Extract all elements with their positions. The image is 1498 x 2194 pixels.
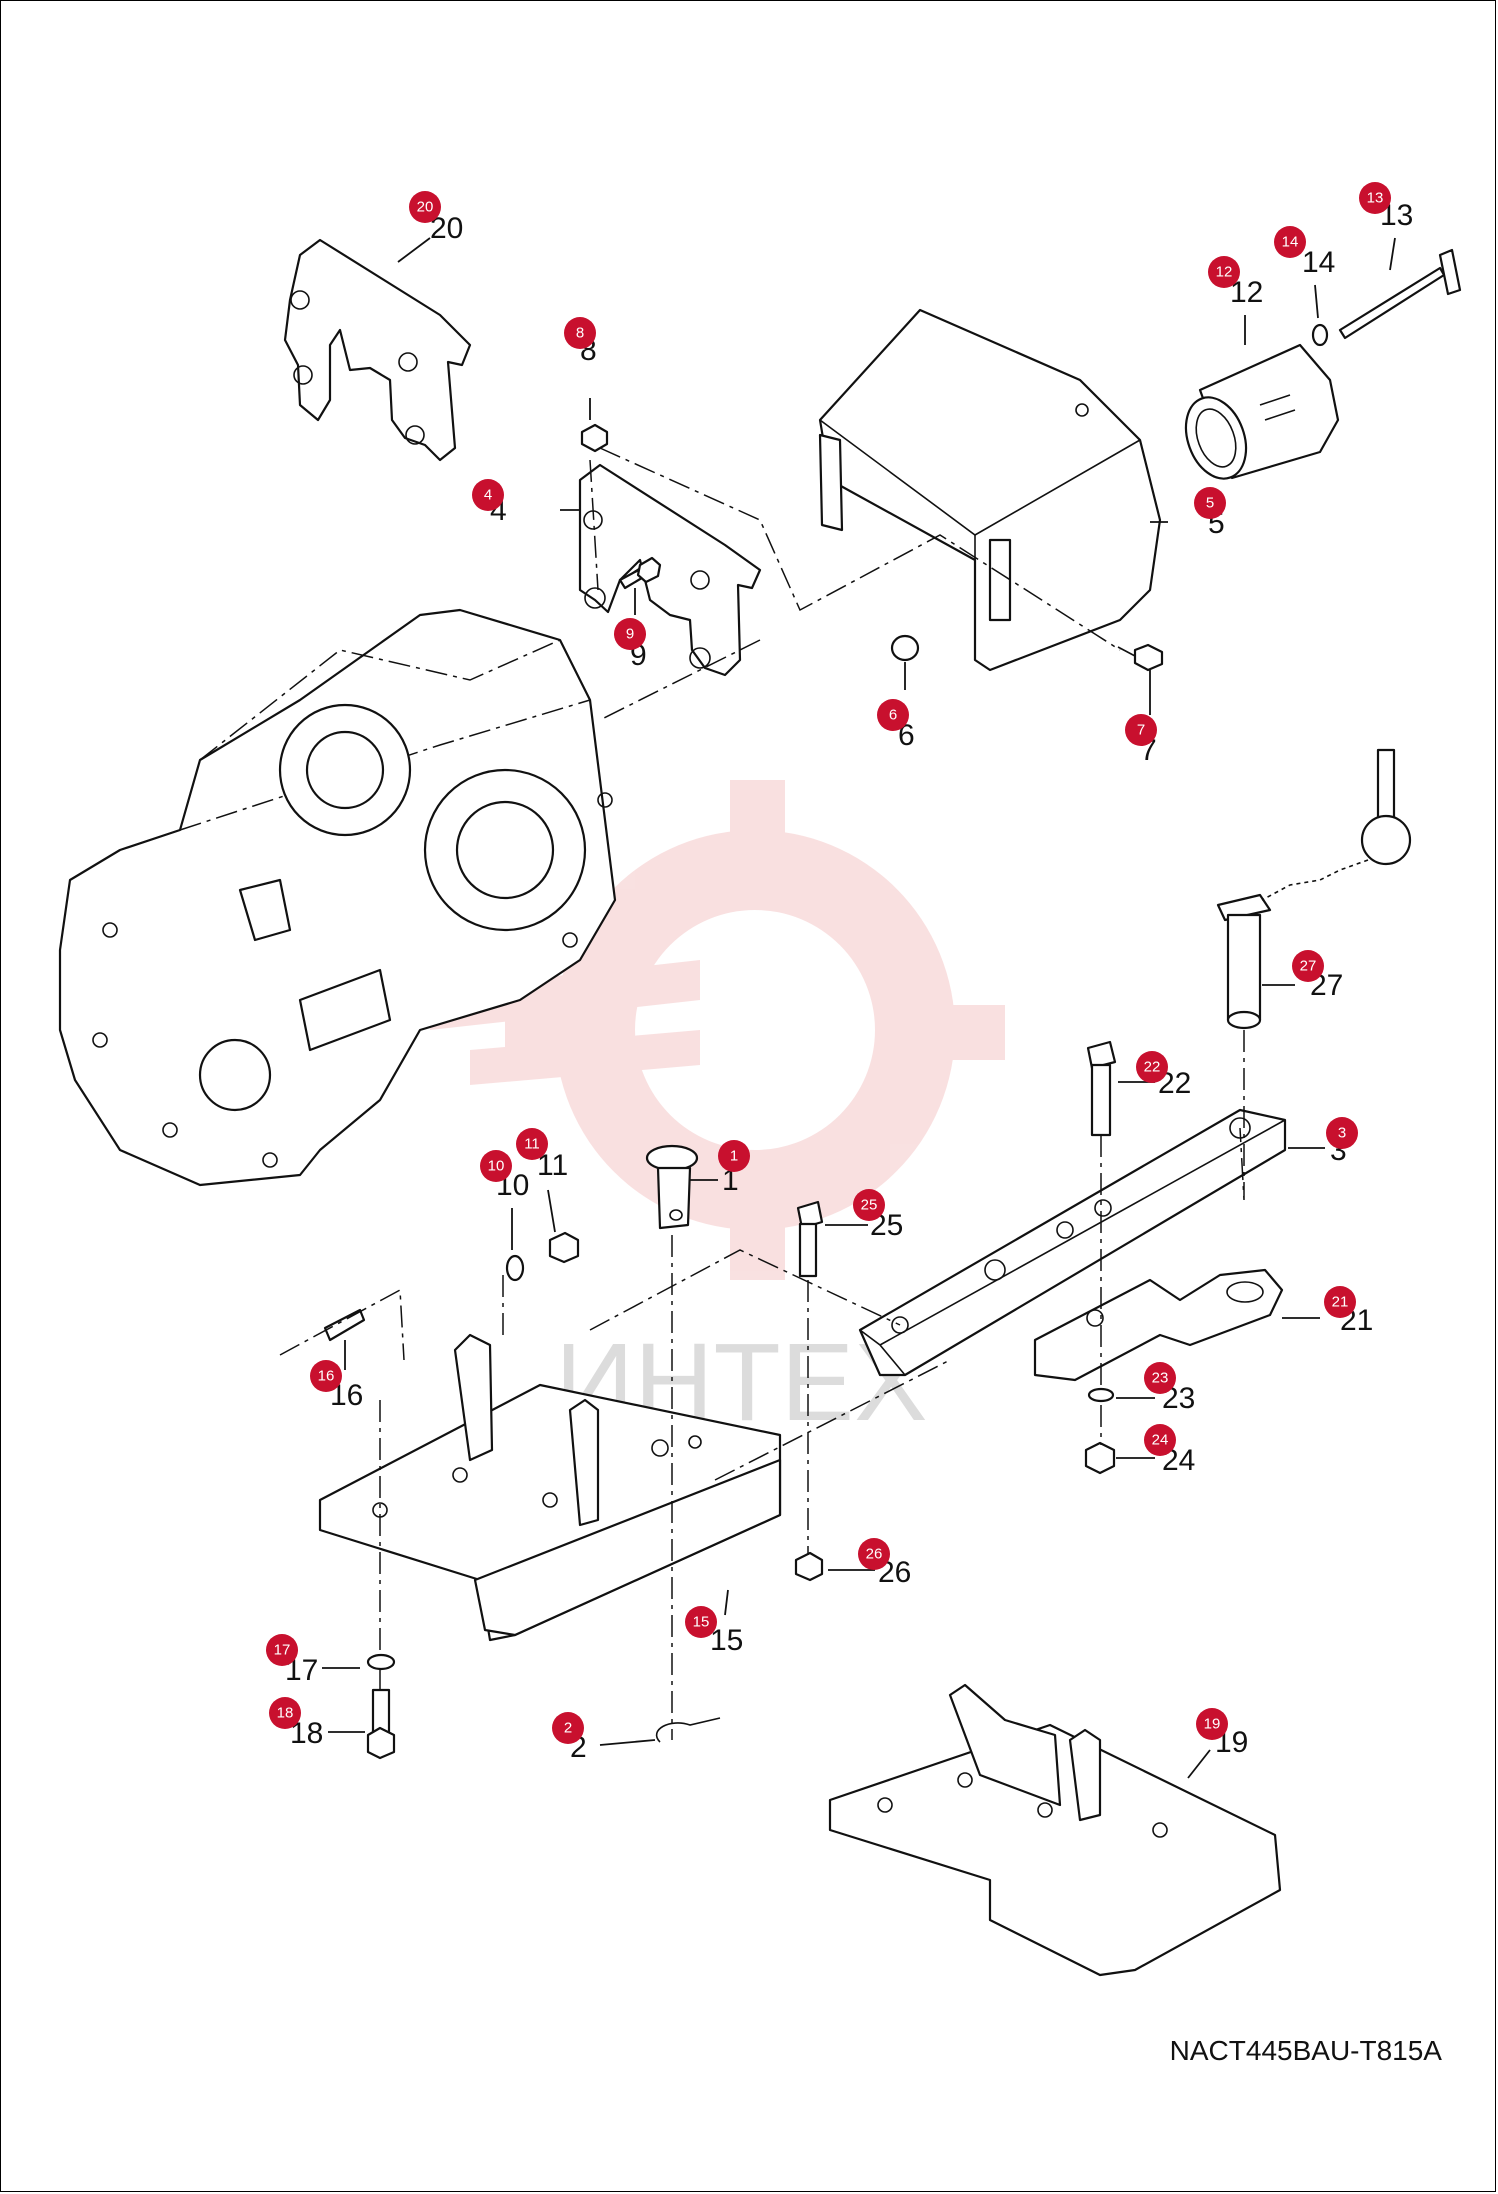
part-27-pin xyxy=(1216,748,1412,1030)
part-6-rivet xyxy=(890,634,920,662)
badge-10[interactable]: 10 xyxy=(480,1150,512,1182)
badge-16[interactable]: 16 xyxy=(310,1360,342,1392)
svg-text:20: 20 xyxy=(417,199,434,216)
svg-text:3: 3 xyxy=(1338,1125,1346,1142)
part-18-bolt xyxy=(366,1688,396,1760)
badge-25[interactable]: 25 xyxy=(853,1189,885,1221)
badge-6[interactable]: 6 xyxy=(877,699,909,731)
badge-8[interactable]: 8 xyxy=(564,317,596,349)
part-20-bracket xyxy=(283,238,472,462)
badge-14[interactable]: 14 xyxy=(1274,226,1306,258)
svg-text:11: 11 xyxy=(524,1136,540,1153)
part-2-clip xyxy=(656,1717,721,1743)
part-11-nut xyxy=(548,1231,580,1264)
badge-23[interactable]: 23 xyxy=(1144,1362,1176,1394)
badge-22[interactable]: 22 xyxy=(1136,1051,1168,1083)
badge-13[interactable]: 13 xyxy=(1359,182,1391,214)
svg-text:12: 12 xyxy=(1216,264,1233,281)
part-15-hitch xyxy=(318,1333,782,1642)
part-5-cover xyxy=(818,308,1162,672)
badge-18[interactable]: 18 xyxy=(269,1697,301,1729)
svg-text:19: 19 xyxy=(1204,1716,1221,1733)
part-14-washer xyxy=(1311,323,1329,347)
svg-text:18: 18 xyxy=(277,1705,294,1722)
svg-text:13: 13 xyxy=(1367,190,1384,207)
part-26-nut xyxy=(794,1551,824,1582)
svg-text:15: 15 xyxy=(693,1614,710,1631)
part-25-bolt xyxy=(796,1200,824,1278)
badge-9[interactable]: 9 xyxy=(614,618,646,650)
svg-text:23: 23 xyxy=(1152,1370,1169,1387)
part-12-tube xyxy=(1184,343,1340,480)
svg-text:27: 27 xyxy=(1300,958,1317,975)
svg-text:9: 9 xyxy=(626,626,634,643)
badge-12[interactable]: 12 xyxy=(1208,256,1240,288)
badge-20[interactable]: 20 xyxy=(409,191,441,223)
badge-2[interactable]: 2 xyxy=(552,1712,584,1744)
badge-17[interactable]: 17 xyxy=(266,1634,298,1666)
badge-27[interactable]: 27 xyxy=(1292,950,1324,982)
part-3-drawbar xyxy=(858,1108,1287,1377)
number-15: 15 xyxy=(710,1624,743,1657)
part-23-washer xyxy=(1087,1387,1115,1403)
part-16-stud xyxy=(323,1308,366,1342)
svg-text:8: 8 xyxy=(576,325,584,342)
part-22-bolt xyxy=(1086,1040,1117,1137)
part-13-rod xyxy=(1338,248,1462,340)
part-17-washer xyxy=(366,1653,396,1671)
badge-21[interactable]: 21 xyxy=(1324,1286,1356,1318)
svg-text:17: 17 xyxy=(274,1642,291,1659)
svg-text:2: 2 xyxy=(564,1720,572,1737)
badge-24[interactable]: 24 xyxy=(1144,1424,1176,1456)
part-8-nut xyxy=(580,423,609,453)
badge-1[interactable]: 1 xyxy=(718,1140,750,1172)
part-1-pin xyxy=(645,1144,699,1230)
svg-text:6: 6 xyxy=(889,707,897,724)
badge-11[interactable]: 11 xyxy=(516,1128,548,1160)
part-4-plate xyxy=(578,463,762,677)
part-10-washer xyxy=(505,1254,525,1282)
svg-text:14: 14 xyxy=(1282,234,1299,251)
part-19-hitch xyxy=(828,1683,1282,1977)
badge-3[interactable]: 3 xyxy=(1326,1117,1358,1149)
part-21-clevis xyxy=(1033,1268,1284,1382)
watermark-logo xyxy=(430,780,1005,1280)
badge-15[interactable]: 15 xyxy=(685,1606,717,1638)
svg-text:4: 4 xyxy=(484,487,492,504)
part-7-bolt xyxy=(1117,643,1164,672)
svg-text:5: 5 xyxy=(1206,495,1214,512)
svg-text:10: 10 xyxy=(488,1158,505,1175)
badge-7[interactable]: 7 xyxy=(1125,714,1157,746)
part-24-nut xyxy=(1084,1441,1116,1475)
svg-text:1: 1 xyxy=(730,1148,738,1165)
svg-text:24: 24 xyxy=(1152,1432,1169,1449)
svg-text:26: 26 xyxy=(866,1546,883,1563)
svg-text:7: 7 xyxy=(1137,722,1145,739)
svg-text:21: 21 xyxy=(1332,1294,1349,1311)
svg-text:16: 16 xyxy=(318,1368,335,1385)
callout-badges: 20 8 4 9 5 6 7 12 13 14 27 22 3 21 23 24… xyxy=(266,182,1391,1744)
number-1: 1 xyxy=(722,1164,739,1197)
svg-text:25: 25 xyxy=(861,1197,878,1214)
svg-text:22: 22 xyxy=(1144,1059,1161,1076)
badge-5[interactable]: 5 xyxy=(1194,487,1226,519)
badge-26[interactable]: 26 xyxy=(858,1538,890,1570)
badge-19[interactable]: 19 xyxy=(1196,1708,1228,1740)
drawing-code: NACT445BAU-T815A xyxy=(1169,2035,1442,2066)
part-9-bolt xyxy=(618,556,662,590)
badge-4[interactable]: 4 xyxy=(472,479,504,511)
number-14: 14 xyxy=(1302,246,1335,279)
gearbox-housing xyxy=(58,608,617,1187)
assembly-lines xyxy=(279,447,1245,1740)
